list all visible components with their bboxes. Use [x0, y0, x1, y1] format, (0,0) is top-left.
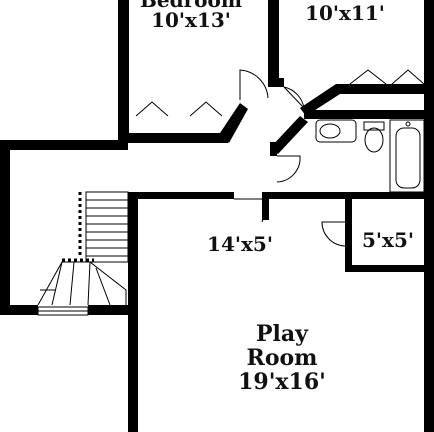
stair-winder [37, 261, 127, 306]
wall-closet-south [345, 265, 434, 272]
door-swings [234, 69, 346, 247]
bath-fixtures [315, 119, 425, 193]
wall-bedroom-left-south [118, 133, 228, 143]
bifold-door-left-2 [189, 101, 223, 117]
bifold-door-right-1 [349, 69, 387, 85]
wall-bedroom-right-south [300, 84, 434, 116]
staircase [37, 191, 129, 316]
wall-between-bedrooms [268, 0, 279, 78]
stair-railing [62, 192, 94, 262]
wall-hall-south-right [262, 192, 434, 199]
wall-stair-south-left [0, 305, 38, 315]
bath-sink [319, 123, 341, 139]
play-room-size: 19'x16' [238, 369, 326, 395]
closet-size: 5'x5' [361, 228, 414, 252]
wall-bath-north [304, 110, 434, 119]
bifold-door-right-2 [391, 69, 425, 85]
wall-bath-angle [270, 116, 308, 154]
bathtub [389, 119, 425, 193]
stair-upper-run [85, 191, 129, 263]
door-swing-closet [321, 221, 346, 247]
door-swing-hall [234, 198, 265, 223]
bath-sink-counter [315, 119, 357, 143]
bathtub-basin [395, 127, 421, 189]
wall-stair-south-right [88, 305, 136, 315]
wall-bedroom-left-angle [220, 103, 248, 143]
door-swing-bedroom-right [283, 86, 305, 110]
bathtub-drain [405, 121, 411, 127]
play-room-line1: Play [256, 321, 308, 347]
hall-size: 14'x5' [207, 232, 273, 256]
play-room-line2: Room [246, 345, 318, 371]
wall-playroom-west [128, 192, 138, 432]
door-swing-bath [276, 155, 301, 183]
bifold-doors [135, 69, 425, 117]
wall-west [0, 140, 10, 312]
wall-bath-door-jamb [270, 142, 277, 156]
bedroom-right-size: 10'x11' [305, 1, 385, 25]
bedroom-left-name: Bedroom [140, 0, 242, 12]
wall-hall-north [0, 140, 128, 150]
door-swing-bedroom-left [239, 69, 269, 100]
wall-door-jamb [268, 78, 284, 87]
toilet-bowl [364, 127, 384, 153]
wall-bedroom-left-west [118, 0, 129, 142]
wall-east [424, 0, 434, 432]
bedroom-left-size: 10'x13' [151, 8, 231, 32]
wall-hall-door-jamb [262, 192, 269, 220]
toilet-tank [363, 121, 385, 131]
bifold-door-left-1 [135, 101, 169, 117]
wall-closet-west [345, 196, 352, 272]
wall-hall-south-left [128, 192, 234, 199]
